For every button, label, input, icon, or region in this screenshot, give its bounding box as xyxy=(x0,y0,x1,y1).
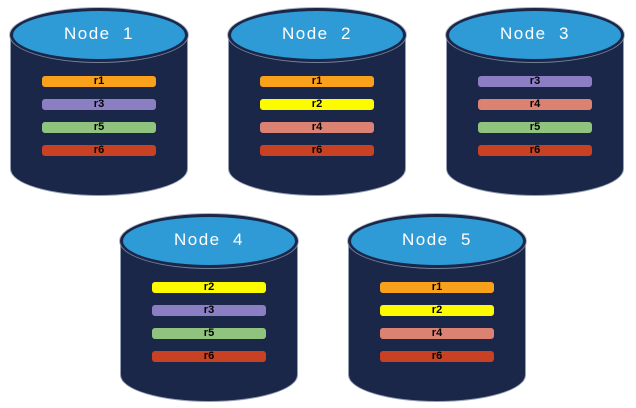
replica-list: r1 r2 r4 r6 xyxy=(348,280,526,364)
replica-bar: r4 xyxy=(258,120,376,135)
node-label: Node 4 xyxy=(173,230,245,249)
replica-bar: r3 xyxy=(40,97,158,112)
replica-bar: r5 xyxy=(150,326,268,341)
replica-bar: r5 xyxy=(40,120,158,135)
replica-list: r2 r3 r5 r6 xyxy=(120,280,298,364)
node-label: Node 5 xyxy=(401,230,473,249)
replica-bar: r6 xyxy=(258,143,376,158)
cylinder-top: Node 4 xyxy=(120,214,298,268)
node-1-cylinder: Node 1 r1 r3 r5 r6 xyxy=(10,8,188,196)
replica-bar: r6 xyxy=(150,349,268,364)
cylinder-top: Node 1 xyxy=(10,8,188,62)
replica-bar: r4 xyxy=(378,326,496,341)
replica-bar: r5 xyxy=(476,120,594,135)
replica-bar: r1 xyxy=(378,280,496,295)
replica-bar: r1 xyxy=(40,74,158,89)
replica-bar: r1 xyxy=(258,74,376,89)
replica-bar: r3 xyxy=(150,303,268,318)
replica-bar: r3 xyxy=(476,74,594,89)
replica-list: r1 r3 r5 r6 xyxy=(10,74,188,158)
replica-bar: r6 xyxy=(476,143,594,158)
cylinder-top: Node 3 xyxy=(446,8,624,62)
replica-bar: r2 xyxy=(258,97,376,112)
replica-list: r3 r4 r5 r6 xyxy=(446,74,624,158)
node-4-cylinder: Node 4 r2 r3 r5 r6 xyxy=(120,214,298,402)
node-2-cylinder: Node 2 r1 r2 r4 r6 xyxy=(228,8,406,196)
replica-bar: r6 xyxy=(378,349,496,364)
replica-bar: r4 xyxy=(476,97,594,112)
replica-list: r1 r2 r4 r6 xyxy=(228,74,406,158)
node-label: Node 1 xyxy=(63,24,135,43)
cylinder-top: Node 2 xyxy=(228,8,406,62)
replica-bar: r6 xyxy=(40,143,158,158)
node-5-cylinder: Node 5 r1 r2 r4 r6 xyxy=(348,214,526,402)
node-label: Node 3 xyxy=(499,24,571,43)
node-label: Node 2 xyxy=(281,24,353,43)
replica-bar: r2 xyxy=(150,280,268,295)
cylinder-top: Node 5 xyxy=(348,214,526,268)
replica-bar: r2 xyxy=(378,303,496,318)
node-3-cylinder: Node 3 r3 r4 r5 r6 xyxy=(446,8,624,196)
